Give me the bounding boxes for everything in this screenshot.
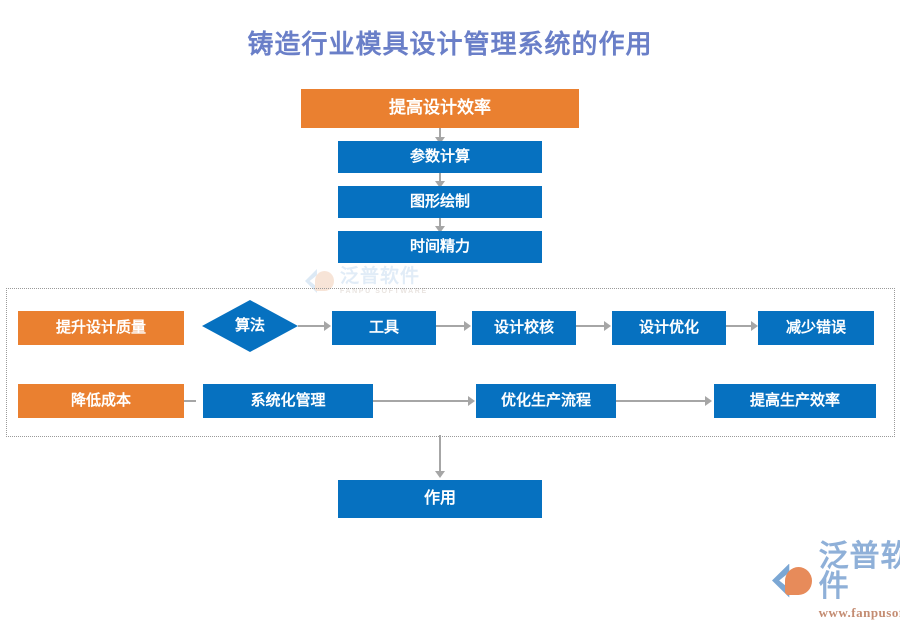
node-tool[interactable]: 工具 — [332, 311, 436, 345]
arrow-row1-1-icon — [324, 321, 331, 331]
arrow-top-1-icon — [435, 137, 445, 144]
node-reduce-cost[interactable]: 降低成本 — [18, 384, 184, 418]
arrow-row2-1-icon — [468, 396, 475, 406]
node-result[interactable]: 作用 — [338, 480, 542, 518]
connector-row1-3 — [576, 325, 605, 327]
arrow-top-2-icon — [435, 181, 445, 188]
node-algorithm-decision[interactable]: 算法 — [202, 300, 298, 352]
logo-mark-icon — [772, 562, 813, 602]
node-time-effort[interactable]: 时间精力 — [338, 231, 542, 263]
connector-row1-4 — [726, 325, 752, 327]
node-algorithm-label: 算法 — [234, 317, 265, 335]
connector-row2-1 — [373, 400, 469, 402]
connector-top-3 — [439, 218, 441, 228]
arrow-row1-2-icon — [464, 321, 471, 331]
arrow-top-3-icon — [435, 226, 445, 233]
node-reduce-errors[interactable]: 减少错误 — [758, 311, 874, 345]
connector-row1-1 — [298, 325, 325, 327]
node-systematic-management[interactable]: 系统化管理 — [203, 384, 373, 418]
connector-top-2 — [439, 173, 441, 183]
diagram-canvas: 铸造行业模具设计管理系统的作用 泛普软件 FANPU SOFTWARE 提高设计… — [6, 29, 900, 620]
node-optimize-production-process[interactable]: 优化生产流程 — [476, 384, 616, 418]
node-design-verification[interactable]: 设计校核 — [472, 311, 576, 345]
node-improve-design-quality[interactable]: 提升设计质量 — [18, 311, 184, 345]
logo-website-url: www.fanpusoft.com — [818, 605, 900, 620]
arrow-row1-4-icon — [751, 321, 758, 331]
logo-company-name: 泛普软件 — [818, 540, 900, 603]
page-title: 铸造行业模具设计管理系统的作用 — [247, 29, 653, 59]
watermark-company-name: 泛普软件 — [340, 266, 421, 287]
arrow-result-icon — [435, 471, 445, 478]
connector-result — [439, 435, 441, 473]
company-logo: 泛普软件 www.fanpusoft.com — [772, 542, 900, 621]
node-design-optimization[interactable]: 设计优化 — [612, 311, 726, 345]
node-improve-production-efficiency[interactable]: 提高生产效率 — [714, 384, 876, 418]
grouped-flow-panel — [6, 288, 895, 437]
node-graphic-drawing[interactable]: 图形绘制 — [338, 186, 542, 218]
connector-row1-2 — [436, 325, 465, 327]
connector-top-1 — [439, 128, 441, 139]
connector-row2-0 — [184, 400, 196, 402]
connector-row2-2 — [616, 400, 706, 402]
arrow-row2-2-icon — [705, 396, 712, 406]
node-parameter-calculation[interactable]: 参数计算 — [338, 141, 542, 173]
node-improve-design-efficiency[interactable]: 提高设计效率 — [301, 89, 579, 128]
arrow-row1-3-icon — [604, 321, 611, 331]
